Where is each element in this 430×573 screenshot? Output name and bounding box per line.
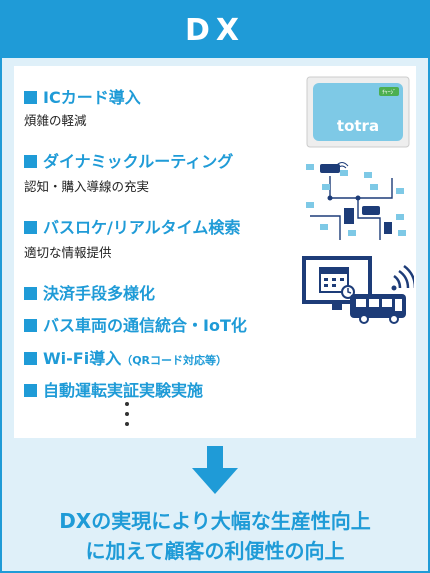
conclusion-line1: DXの実現により大幅な生産性向上 xyxy=(59,509,371,533)
conclusion-line2: に加えて顧客の利便性の向上 xyxy=(85,539,345,563)
bullet-square-icon xyxy=(24,319,37,332)
item-wifi-note: （QRコード対応等） xyxy=(121,354,228,367)
item-wifi: Wi-Fi導入（QRコード対応等） xyxy=(24,345,227,369)
item-dynamic-routing: ダイナミックルーティング xyxy=(24,148,233,172)
continuation-dots xyxy=(124,402,130,432)
item-ic-card-sub: 煩雑の軽減 xyxy=(24,113,87,128)
bullet-square-icon xyxy=(24,287,37,300)
item-bus-location: バスロケ/リアルタイム検索 xyxy=(24,214,240,238)
down-arrow-icon xyxy=(192,446,238,494)
item-dynamic-routing-sub: 認知・購入導線の充実 xyxy=(24,179,150,194)
bus-schedule-icon xyxy=(302,256,414,324)
content-panel: ICカード導入 煩雑の軽減 ダイナミックルーティング 認知・購入導線の充実 バス… xyxy=(14,66,416,438)
ic-card-icon: ﾁｬｰｼﾞ totra xyxy=(306,76,410,148)
route-map-icon xyxy=(300,158,414,248)
item-bus-location-sub: 適切な情報提供 xyxy=(24,245,112,260)
bullet-square-icon xyxy=(24,91,37,104)
item-iot: バス車両の通信統合・IoT化 xyxy=(24,312,247,336)
item-autonomous: 自動運転実証実験実施 xyxy=(24,377,203,401)
item-payment: 決済手段多様化 xyxy=(24,280,155,304)
card-brand: totra xyxy=(337,117,379,135)
bullet-square-icon xyxy=(24,155,37,168)
conclusion: DXの実現により大幅な生産性向上 に加えて顧客の利便性の向上 xyxy=(2,506,428,566)
bullet-square-icon xyxy=(24,352,37,365)
header-title: DX xyxy=(2,2,428,58)
bullet-square-icon xyxy=(24,384,37,397)
bullet-square-icon xyxy=(24,221,37,234)
card-tag: ﾁｬｰｼﾞ xyxy=(382,89,396,96)
item-ic-card: ICカード導入 xyxy=(24,84,141,108)
